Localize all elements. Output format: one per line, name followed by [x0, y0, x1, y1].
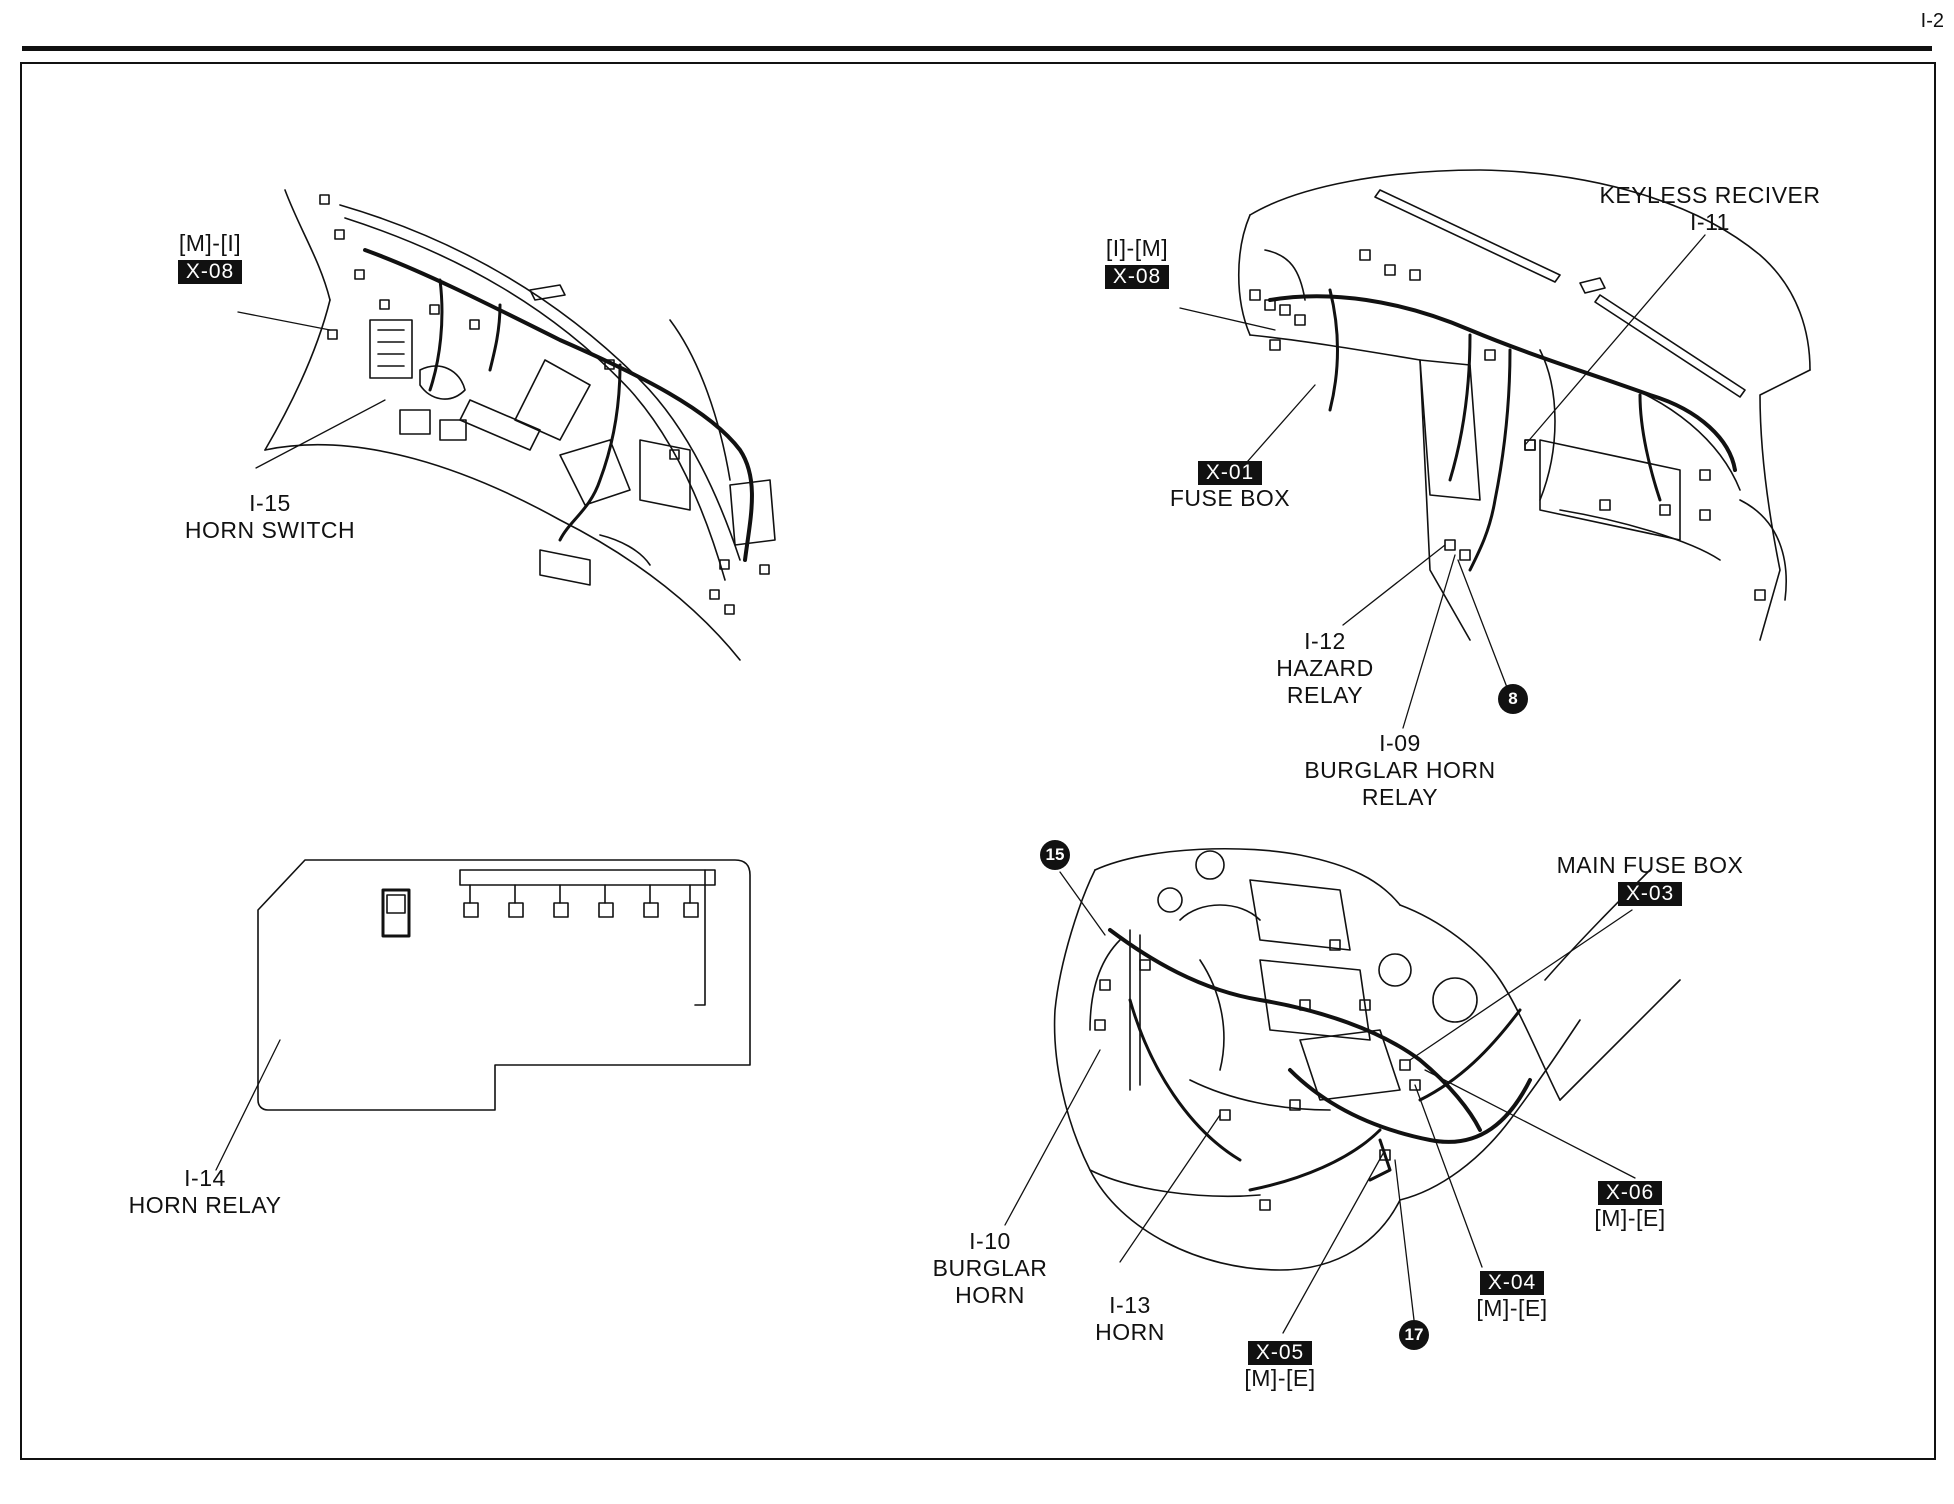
- left-dash-connector-code: X-08: [177, 260, 243, 284]
- x06-connector-code: X-06: [1597, 1181, 1663, 1205]
- diagram-frame: [20, 62, 1936, 1460]
- burglar-horn-relay-id: I-09: [1379, 730, 1421, 756]
- right-dash-connector-code: X-08: [1104, 265, 1170, 289]
- horn-switch-name: HORN SWITCH: [184, 517, 356, 543]
- burglar-horn-relay-name-2: RELAY: [1361, 784, 1439, 810]
- keyless-receiver-name: KEYLESS RECIVER: [1599, 182, 1821, 208]
- fuse-box-name: FUSE BOX: [1169, 485, 1291, 511]
- keyless-receiver-id: I-11: [1690, 209, 1730, 235]
- ground-point-17: 17: [1399, 1320, 1429, 1350]
- burglar-horn-id: I-10: [969, 1228, 1011, 1254]
- x04-connector-pins: [M]-[E]: [1476, 1295, 1548, 1321]
- x06-connector-label: X-06 [M]-[E]: [1580, 1178, 1680, 1232]
- horn-switch-label: I-15 HORN SWITCH: [170, 490, 370, 544]
- burglar-horn-label: I-10 BURGLAR HORN: [920, 1228, 1060, 1309]
- ground-point-15: 15: [1040, 840, 1070, 870]
- ground-point-8: 8: [1498, 684, 1528, 714]
- horn-relay-label: I-14 HORN RELAY: [115, 1165, 295, 1219]
- x06-connector-pins: [M]-[E]: [1594, 1205, 1666, 1231]
- x04-connector-code: X-04: [1479, 1271, 1545, 1295]
- horn-relay-block-drawing: [257, 859, 751, 1111]
- page-number: I-2: [1920, 10, 1944, 32]
- horn-switch-id: I-15: [249, 490, 291, 516]
- right-dashboard-drawing: [1237, 169, 1811, 641]
- x05-connector-label: X-05 [M]-[E]: [1230, 1338, 1330, 1392]
- hazard-relay-name-1: HAZARD: [1276, 655, 1374, 681]
- x04-connector-label: X-04 [M]-[E]: [1462, 1268, 1562, 1322]
- left-dash-connector-pins: [M]-[I]: [178, 230, 242, 256]
- left-dash-connector-label: [M]-[I] X-08: [170, 230, 250, 284]
- header-rule: [22, 46, 1932, 51]
- fuse-box-code: X-01: [1197, 461, 1263, 485]
- horn-relay-id: I-14: [184, 1165, 226, 1191]
- horn-relay-name: HORN RELAY: [128, 1192, 282, 1218]
- right-dash-connector-pins: [I]-[M]: [1105, 235, 1169, 261]
- horn-id: I-13: [1109, 1292, 1151, 1318]
- burglar-horn-relay-label: I-09 BURGLAR HORN RELAY: [1290, 730, 1510, 811]
- hazard-relay-name-2: RELAY: [1286, 682, 1364, 708]
- main-fuse-box-name: MAIN FUSE BOX: [1556, 852, 1744, 878]
- horn-label: I-13 HORN: [1075, 1292, 1185, 1346]
- hazard-relay-id: I-12: [1304, 628, 1346, 654]
- hazard-relay-label: I-12 HAZARD RELAY: [1265, 628, 1385, 709]
- horn-name: HORN: [1095, 1319, 1165, 1345]
- burglar-horn-name-2: HORN: [955, 1282, 1025, 1308]
- x05-connector-pins: [M]-[E]: [1244, 1365, 1316, 1391]
- x05-connector-code: X-05: [1247, 1341, 1313, 1365]
- engine-bay-drawing: [1053, 847, 1681, 1271]
- left-dashboard-drawing: [264, 189, 776, 661]
- fuse-box-label: X-01 FUSE BOX: [1150, 458, 1310, 512]
- keyless-receiver-label: KEYLESS RECIVER I-11: [1585, 182, 1835, 236]
- burglar-horn-relay-name-1: BURGLAR HORN: [1304, 757, 1496, 783]
- burglar-horn-name-1: BURGLAR: [932, 1255, 1048, 1281]
- main-fuse-box-label: MAIN FUSE BOX X-03: [1540, 852, 1760, 906]
- right-dash-connector-label: [I]-[M] X-08: [1092, 235, 1182, 289]
- main-fuse-box-code: X-03: [1617, 882, 1683, 906]
